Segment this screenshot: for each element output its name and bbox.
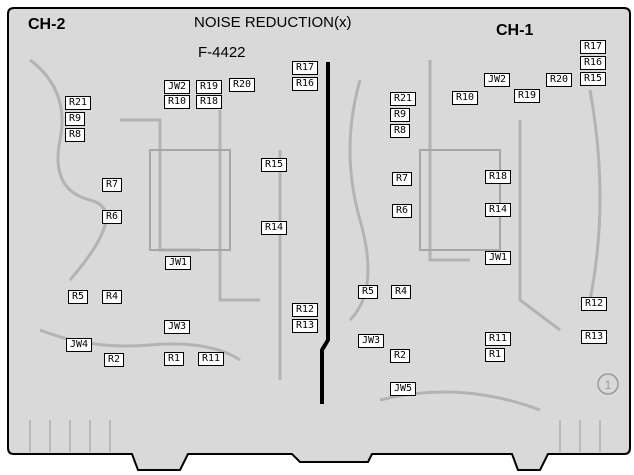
marker-number: 1: [605, 378, 612, 392]
ch2-r2-label: R2: [104, 353, 125, 367]
ch2-r16-label: R16: [292, 77, 319, 91]
ch1-r1-label: R1: [485, 348, 506, 362]
ch2-jw2-label: JW2: [164, 80, 191, 94]
marker-circle: [597, 373, 619, 395]
ch2-r14-label: R14: [261, 221, 288, 235]
ch1-r16-label: R16: [580, 56, 607, 70]
ch1-heading: CH-1: [496, 22, 534, 39]
ch2-r11-label: R11: [198, 352, 225, 366]
ch2-r15-label: R15: [261, 158, 288, 172]
ch2-r10-label: R10: [164, 95, 191, 109]
ch1-r2-label: R2: [390, 349, 411, 363]
ch2-r7-label: R7: [102, 178, 123, 192]
ch1-r7-label: R7: [392, 172, 413, 186]
ch2-jw1-label: JW1: [165, 256, 192, 270]
ic-outlines: [149, 149, 501, 251]
ch1-r9-label: R9: [390, 108, 411, 122]
board-model: F-4422: [198, 44, 246, 61]
ch2-jw4-label: JW4: [66, 338, 93, 352]
ch1-r11-label: R11: [485, 332, 512, 346]
ch2-r5-label: R5: [68, 290, 89, 304]
channel-divider: [320, 62, 330, 404]
ch2-r8-label: R8: [65, 128, 86, 142]
ch1-r14-label: R14: [485, 203, 512, 217]
ch1-jw3-label: JW3: [358, 334, 385, 348]
ch2-r9-label: R9: [65, 112, 86, 126]
ch1-jw2-label: JW2: [484, 73, 511, 87]
ch1-r15-label: R15: [580, 72, 607, 86]
ch1-r19-label: R19: [514, 89, 541, 103]
ch1-r4-label: R4: [391, 285, 412, 299]
ch1-r20-label: R20: [546, 73, 573, 87]
ch1-r13-label: R13: [581, 330, 608, 344]
ch2-r13-label: R13: [292, 319, 319, 333]
ch1-r18-label: R18: [485, 170, 512, 184]
ch1-r12-label: R12: [581, 297, 608, 311]
edge-connector-right: [559, 420, 601, 452]
ch1-r10-label: R10: [452, 91, 479, 105]
ch2-r1-label: R1: [164, 352, 185, 366]
ch2-r20-label: R20: [229, 78, 256, 92]
ch2-r21-label: R21: [65, 96, 92, 110]
ch2-heading: CH-2: [28, 16, 66, 33]
ch2-r12-label: R12: [292, 303, 319, 317]
board-title: NOISE REDUCTION(x): [194, 14, 352, 31]
ch2-jw3-label: JW3: [164, 320, 191, 334]
ch2-r19-label: R19: [196, 80, 223, 94]
ch1-jw5-label: JW5: [390, 382, 417, 396]
ch2-r18-label: R18: [196, 95, 223, 109]
ch2-r6-label: R6: [102, 210, 123, 224]
ch1-r21-label: R21: [390, 92, 417, 106]
edge-connector-left: [29, 420, 111, 452]
ch2-r17-label: R17: [292, 61, 319, 75]
ch1-r8-label: R8: [390, 124, 411, 138]
ch1-r17-label: R17: [580, 40, 607, 54]
ch1-jw1-label: JW1: [485, 251, 512, 265]
ch2-r4-label: R4: [102, 290, 123, 304]
ch1-r6-label: R6: [392, 204, 413, 218]
board-outline: [7, 7, 631, 471]
ch1-r5-label: R5: [358, 285, 379, 299]
